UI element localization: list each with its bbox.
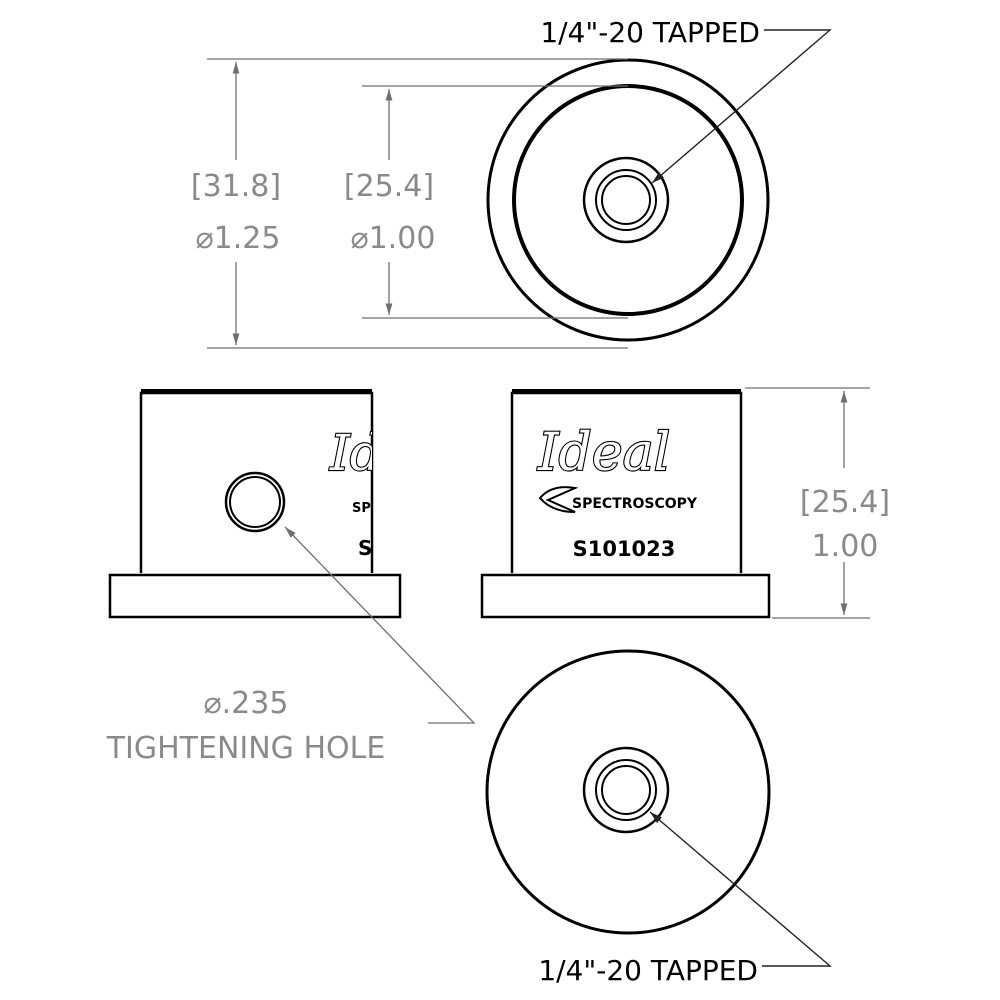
left-body-outline (139, 391, 374, 573)
top-tapped-hole-mid (595, 169, 657, 231)
dim-outer-imperial: ⌀1.25 (196, 221, 281, 256)
logo-part-number: S101023 (573, 537, 676, 561)
bottom-tapped-hole-outer (582, 746, 670, 834)
bottom-callout-text: 1/4"-20 TAPPED (538, 954, 758, 987)
tightening-hole-outer (224, 471, 286, 533)
dim-inner-metric: [25.4] (344, 169, 434, 204)
top-inner-circle (512, 84, 744, 316)
logo-swoosh-icon (538, 486, 579, 513)
left-logo-partial: Ideal SPECTROSCOPY S (328, 423, 469, 560)
bottom-callout-leader (649, 811, 832, 967)
dim-outer-metric: [31.8] (191, 169, 281, 204)
bottom-tapped-hole-inner (601, 765, 651, 815)
top-tapped-hole-inner (601, 175, 651, 225)
left-logo-brand: Ideal (329, 424, 457, 482)
dim-height-metric: [25.4] (800, 485, 890, 520)
right-side-view: Ideal SPECTROSCOPY S101023 (480, 389, 771, 619)
hole-note-label: TIGHTENING HOLE (106, 731, 386, 766)
bottom-tapped-hole-mid (595, 759, 657, 821)
bottom-view: 1/4"-20 TAPPED (485, 649, 832, 987)
top-view: 1/4"-20 TAPPED (486, 16, 832, 342)
top-callout-text: 1/4"-20 TAPPED (540, 16, 760, 49)
left-base-flange (108, 573, 402, 619)
right-base-flange (480, 573, 771, 619)
hole-note-leader (284, 526, 476, 724)
logo-subtitle: SPECTROSCOPY (572, 496, 698, 512)
bottom-outer-circle (485, 649, 771, 935)
dim-inner-imperial: ⌀1.00 (351, 221, 436, 256)
top-tapped-hole-outer (582, 156, 670, 244)
hole-note-size: ⌀.235 (204, 686, 289, 721)
dim-height: [25.4] 1.00 (800, 391, 890, 615)
tightening-hole-inner (229, 476, 281, 528)
tightening-hole-note: ⌀.235 TIGHTENING HOLE (106, 526, 476, 766)
dim-outer-diameter: [31.8] ⌀1.25 (191, 62, 281, 345)
logo-brand: Ideal (537, 423, 670, 483)
left-logo-subtitle: SPECTROSCOPY (352, 501, 469, 516)
dim-height-imperial: 1.00 (812, 529, 879, 564)
left-logo-part-number: S (358, 536, 372, 560)
top-callout-leader (651, 29, 832, 184)
left-side-view: Ideal SPECTROSCOPY S (108, 389, 469, 619)
top-outer-circle (486, 58, 770, 342)
dim-inner-diameter: [25.4] ⌀1.00 (344, 89, 436, 315)
